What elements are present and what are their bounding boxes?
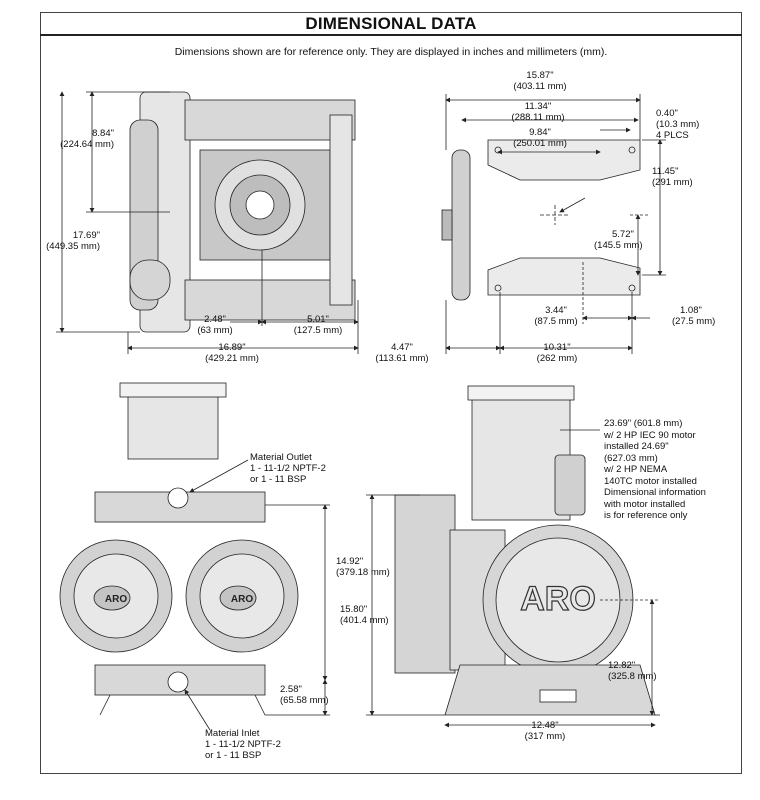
dim-height-upper: 8.84"(224.64 mm)	[60, 128, 114, 150]
dim-height-total: 17.69"(449.35 mm)	[46, 230, 100, 252]
dim-side-center: 12.82"(325.8 mm)	[608, 660, 657, 682]
dim-base-right: 10.31"(262 mm)	[536, 342, 578, 364]
dim-foot-a: 3.44"(87.5 mm)	[534, 305, 578, 327]
brand-logo-right: ARO	[231, 594, 253, 605]
dim-height-right: 11.45"(291 mm)	[652, 166, 693, 188]
dim-half: 5.72"(145.5 mm)	[594, 229, 643, 251]
dim-gearbox: 9.84"(250.01 mm)	[513, 127, 567, 149]
dim-hole: 0.40"(10.3 mm)4 PLCS	[656, 108, 700, 141]
figure-frame	[40, 12, 742, 774]
reference-note: Dimensions shown are for reference only.…	[174, 46, 608, 58]
dim-offset: 2.48"(63 mm)	[197, 314, 233, 336]
dim-inner: 11.34"(288.11 mm)	[511, 101, 565, 123]
dim-inlet-height: 2.58"(65.58 mm)	[280, 684, 329, 706]
dim-side-total: 15.80"(401.4 mm)	[340, 604, 389, 626]
page-title: DIMENSIONAL DATA	[40, 12, 742, 36]
top-view-footprint	[441, 139, 641, 301]
dim-overall: 15.87"(403.11 mm)	[513, 70, 567, 92]
dim-side-base: 12.48"(317 mm)	[524, 720, 566, 742]
dim-width: 16.89"(429.21 mm)	[205, 342, 259, 364]
dim-foot-b: 1.08"(27.5 mm)	[672, 305, 716, 327]
dim-outlet-height: 14.92"(379.18 mm)	[336, 556, 390, 578]
side-view-pump	[394, 385, 656, 716]
front-view-pump	[59, 382, 299, 716]
brand-logo: ARO	[520, 580, 596, 618]
dim-left-offset: 4.47"(113.61 mm)	[375, 342, 429, 364]
dim-center: 5.01"(127.5 mm)	[293, 314, 343, 336]
brand-logo-left: ARO	[105, 594, 127, 605]
